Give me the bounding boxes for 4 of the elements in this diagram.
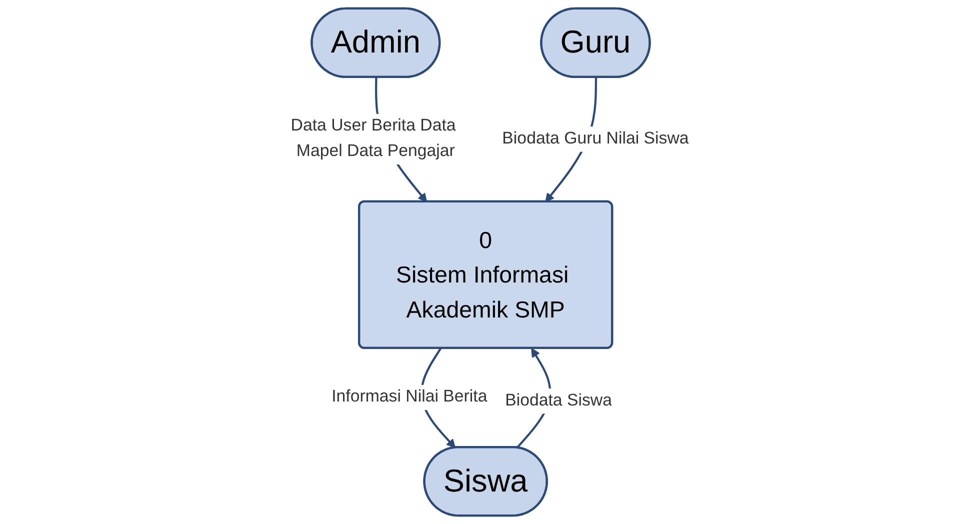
edge-label: Biodata Guru Nilai Siswa: [502, 130, 689, 148]
edge-label: Biodata Siswa: [505, 392, 612, 410]
edge-label: Data User Berita Data Mapel Data Pengajar: [290, 117, 456, 160]
edge-label: Informasi Nilai Berita: [332, 388, 488, 406]
